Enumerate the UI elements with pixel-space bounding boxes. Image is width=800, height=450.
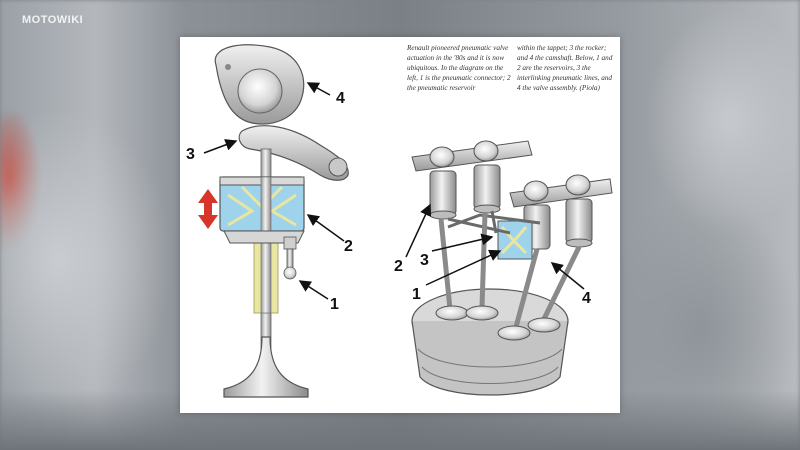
label-pneumatic-lines: 3 [420,252,429,269]
label-reservoirs-1: 1 [412,286,421,303]
label-connector: 1 [330,296,339,313]
label-valve-assembly: 4 [582,290,591,307]
label-camshaft: 4 [336,90,345,107]
label-rocker: 3 [186,146,195,163]
tappet-cylinders [429,164,593,250]
valve-head [223,336,309,398]
rocker-arm [238,125,349,181]
motion-arrow-icon [198,189,218,229]
label-reservoir: 2 [344,238,353,255]
left-valve-diagram: 4 3 2 1 [186,44,353,398]
right-valve-assembly-diagram: 2 3 1 4 [394,140,613,396]
camshaft-lobe [214,44,305,125]
camshaft-right [509,174,613,208]
pneumatic-reservoir [219,176,305,232]
reservoir-cutaway [497,220,533,260]
pneumatic-lines [447,210,541,235]
camshaft-left [411,140,533,172]
valve-diagrams: 4 3 2 1 [186,44,613,398]
piston [411,288,569,396]
tappet-body [253,232,279,314]
caption-column-1: Renault pioneered pneumatic valve actuat… [407,44,511,92]
watermark-logo: MOTOWIKI [22,14,84,26]
label-reservoirs-2: 2 [394,258,403,275]
valve-stems [435,212,582,341]
pneumatic-connector [283,236,297,280]
diagram-panel: 4 3 2 1 [180,37,620,413]
caption-column-2: within the tappet; 3 the rocker; and 4 t… [517,44,613,92]
